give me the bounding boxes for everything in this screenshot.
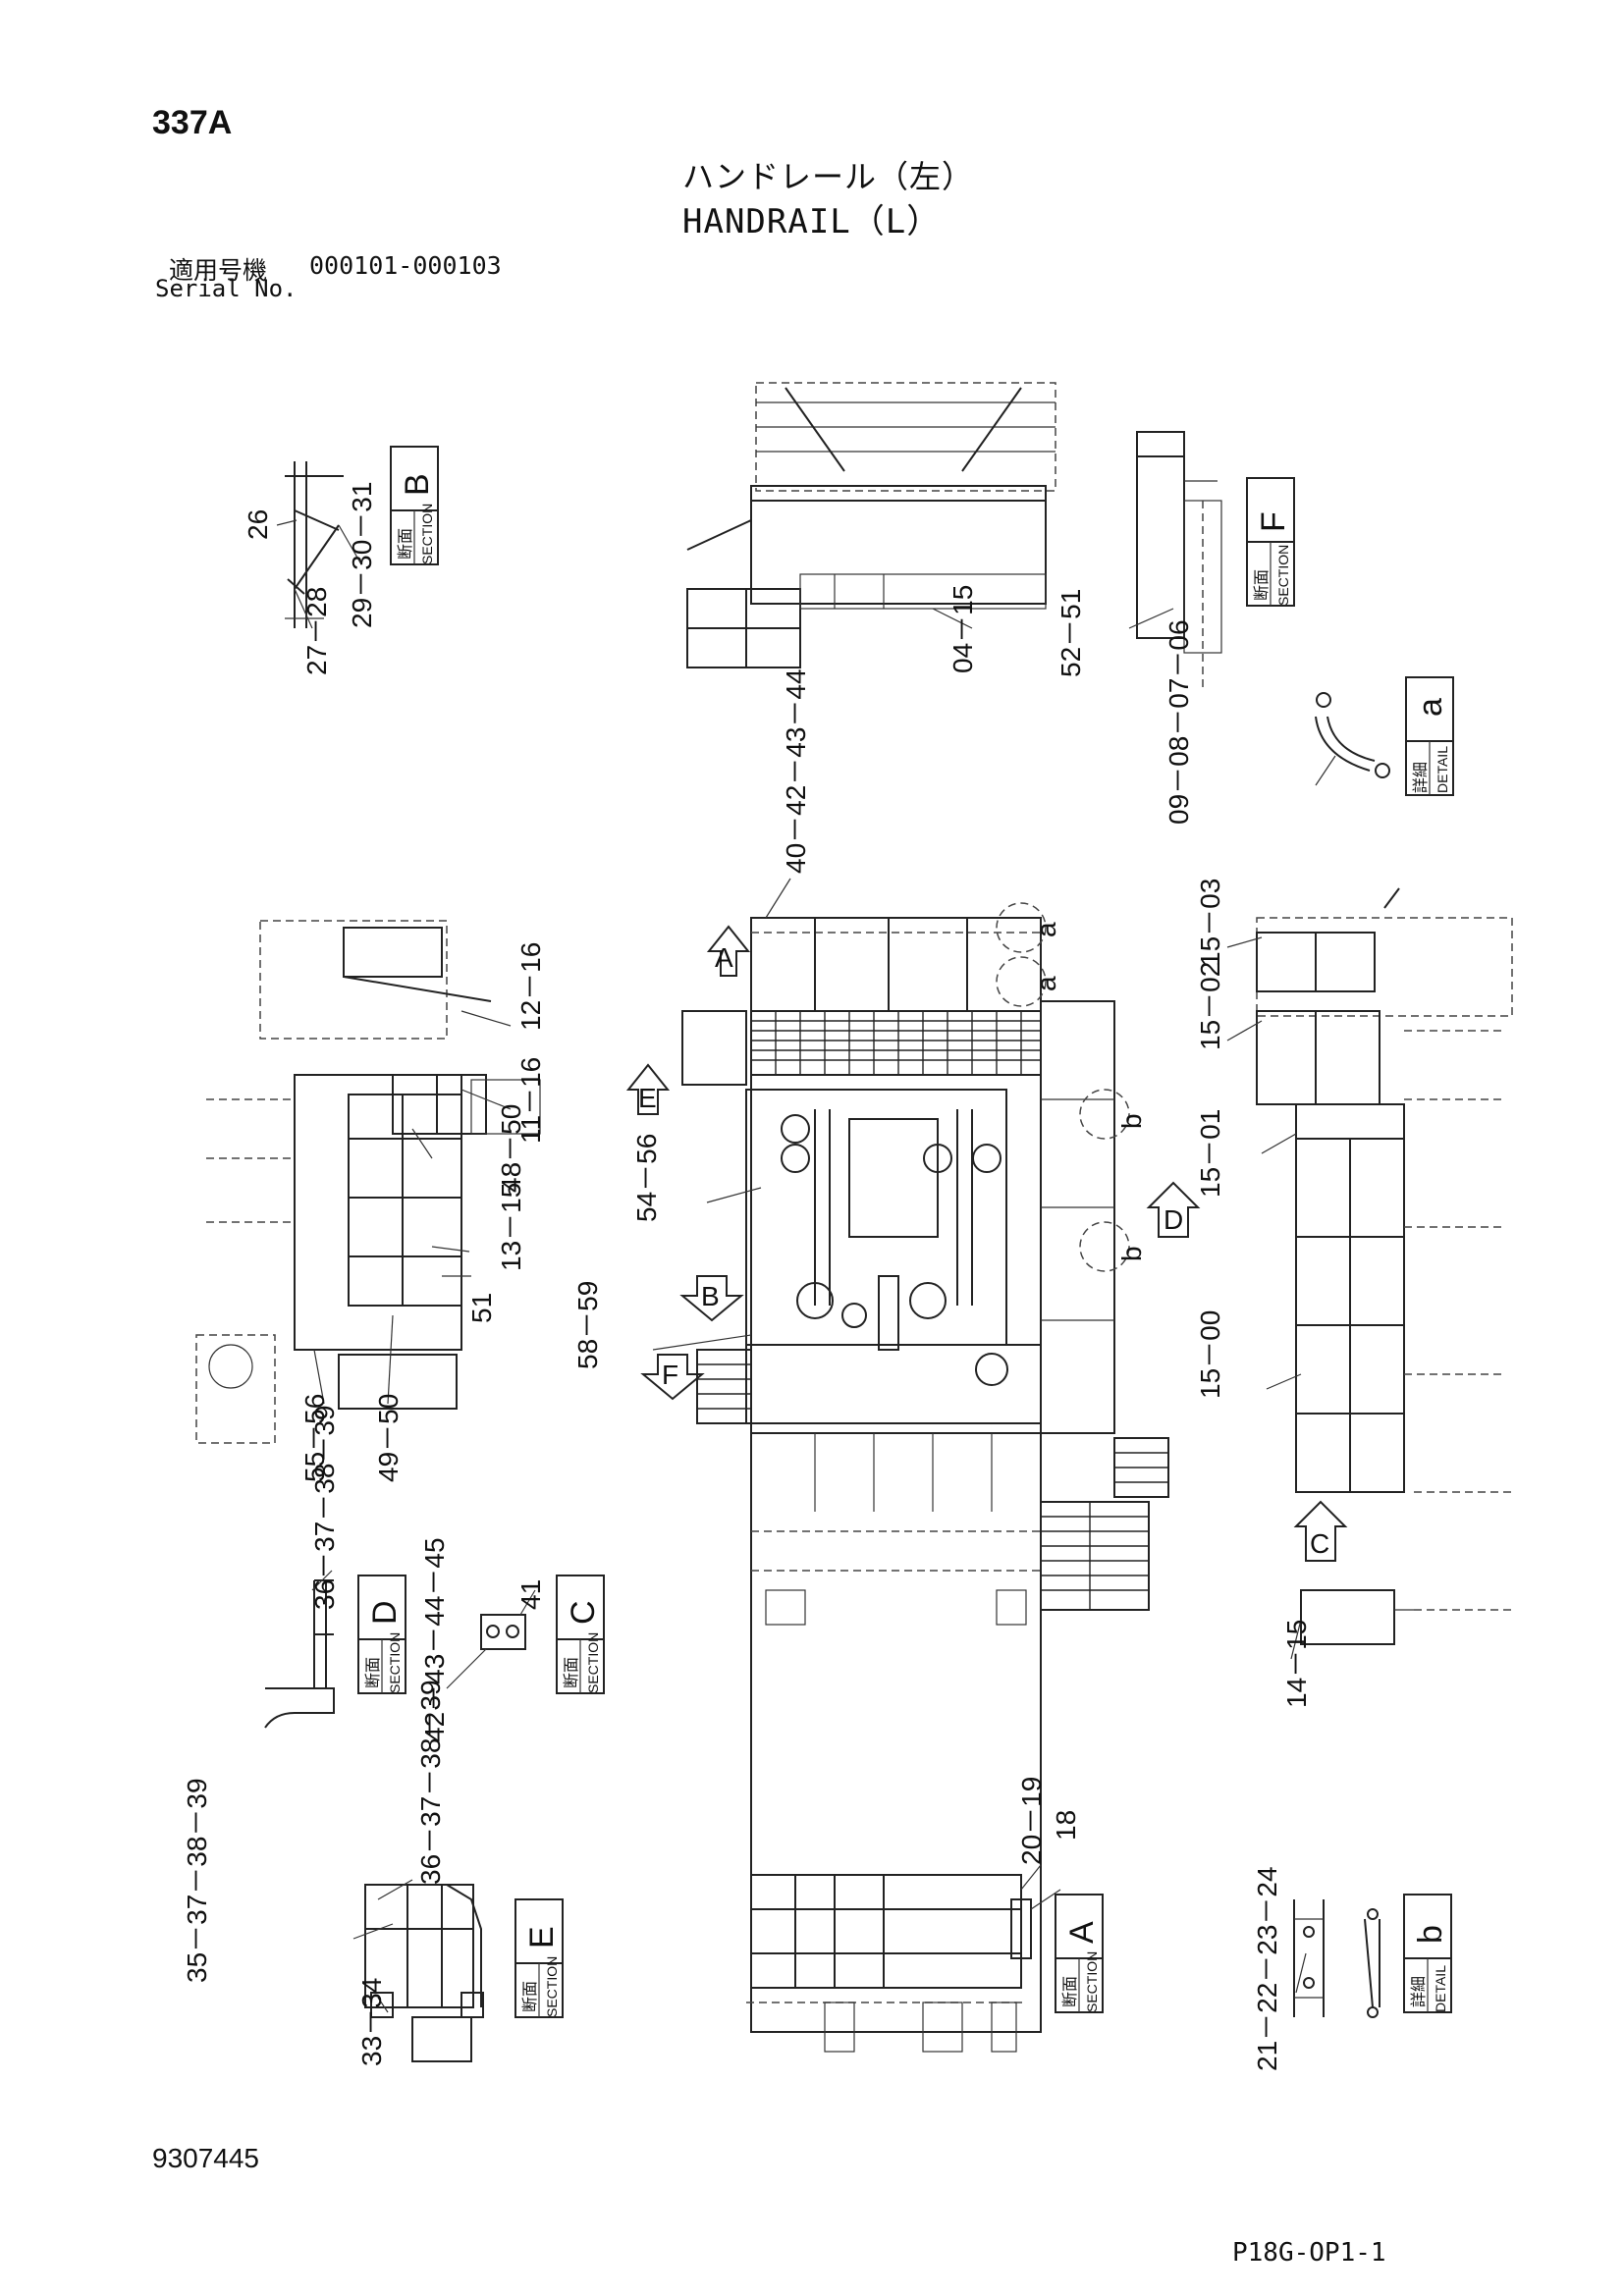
callout-e-1: 36－37－38－39 <box>415 1680 446 1885</box>
arrow-a-label: A <box>715 942 733 973</box>
section-d-en: SECTION <box>387 1632 403 1693</box>
section-c-en: SECTION <box>585 1632 601 1693</box>
grating-panel <box>751 1011 1041 1075</box>
detail-circle-a1 <box>996 902 1047 953</box>
section-b-jp: 断面 <box>396 528 414 560</box>
detail-b-view: 21－22－23－24 b 詳細 DETAIL <box>1252 1866 1452 2071</box>
section-f-view: 52－51 F 断面 SECTION <box>1056 431 1295 687</box>
section-a-en: SECTION <box>1084 1951 1100 2012</box>
callout-right-4: 15－00 <box>1195 1310 1225 1399</box>
serial-range: 000101-000103 <box>309 251 502 280</box>
callout-e-2: 35－37－38－39 <box>182 1778 212 1983</box>
callout-b-1: 26 <box>243 509 273 540</box>
section-c-jp: 断面 <box>562 1657 580 1688</box>
title-english: HANDRAIL（L） <box>682 202 942 241</box>
section-d-letter: D <box>366 1600 404 1625</box>
callout-left-2: 11－16 <box>515 1057 546 1144</box>
callout-right-5: 14－15 <box>1281 1620 1312 1708</box>
detail-circle-b2 <box>1079 1221 1130 1272</box>
detail-circle-a2 <box>996 956 1047 1007</box>
view-arrow-e: E <box>625 1063 671 1115</box>
callout-d-1: 36－37－38－39 <box>309 1405 340 1610</box>
page-code: P18G-OP1-1 <box>1232 2238 1386 2268</box>
detail-b-en: DETAIL <box>1433 1965 1448 2012</box>
callout-c-1: 41 <box>515 1579 546 1610</box>
section-e-en: SECTION <box>544 1956 560 2017</box>
view-arrow-d: D <box>1146 1181 1201 1238</box>
title-japanese: ハンドレール（左） <box>682 159 975 194</box>
view-arrow-c: C <box>1293 1500 1348 1562</box>
serial-label-english: Serial No. <box>155 275 298 302</box>
arrow-e-label: E <box>638 1083 657 1113</box>
section-d-jp: 断面 <box>363 1657 382 1688</box>
detail-circle-b2-label: b <box>1116 1246 1147 1261</box>
detail-circle-b1-label: b <box>1116 1113 1147 1129</box>
section-f-letter: F <box>1255 511 1292 532</box>
callout-b-3: 27－28 <box>301 587 332 675</box>
callout-f-1: 52－51 <box>1056 589 1086 677</box>
callout-left-4: 13－15 <box>496 1183 526 1271</box>
section-b-letter: B <box>399 473 436 496</box>
detail-a-jp: 詳細 <box>1411 762 1430 793</box>
callout-a-2: 18 <box>1051 1810 1081 1841</box>
detail-b-letter: b <box>1412 1925 1449 1944</box>
callout-right-3: 15－01 <box>1195 1109 1225 1198</box>
main-plan-view: A E B F D C a a b b 40－ <box>572 668 1348 2033</box>
top-handrail-view: 04－15 <box>686 382 1056 673</box>
detail-circle-a2-label: a <box>1031 976 1061 991</box>
document-number: 9307445 <box>152 2143 260 2173</box>
callout-detail-a-1: 09－08－07－06 <box>1164 619 1194 825</box>
section-f-en: SECTION <box>1275 545 1291 606</box>
callout-mid-2: 58－59 <box>572 1281 603 1369</box>
section-a-view: 20－19 18 A 断面 SECTION <box>746 1777 1104 2053</box>
arrow-b-label: B <box>701 1281 720 1311</box>
detail-a-letter: a <box>1412 698 1449 717</box>
right-side-view: 15－03 15－02 15－01 15－00 14－15 <box>1195 879 1513 1708</box>
callout-right-2: 15－02 <box>1195 962 1225 1050</box>
arrow-c-label: C <box>1310 1528 1329 1559</box>
view-arrow-a: A <box>706 925 751 977</box>
section-c-letter: C <box>565 1600 602 1625</box>
detail-a-view: 09－08－07－06 a 詳細 DETAIL <box>1164 619 1454 825</box>
view-arrow-b: B <box>679 1275 744 1322</box>
detail-circle-b1 <box>1079 1089 1130 1140</box>
section-d-view: 36－37－38－39 D 断面 SECTION <box>264 1405 406 1729</box>
section-e-letter: E <box>523 1926 561 1949</box>
callout-left-7: 49－50 <box>373 1394 404 1482</box>
section-f-jp: 断面 <box>1252 569 1271 601</box>
section-e-jp: 断面 <box>520 1981 539 2012</box>
callout-a-1: 20－19 <box>1016 1777 1047 1865</box>
callout-top-1: 04－15 <box>947 585 978 673</box>
section-b-view: 26 29－30－31 27－28 B 断面 SECTION <box>243 446 439 675</box>
section-b-en: SECTION <box>419 504 435 564</box>
serial-label-japanese: 適用号機 <box>169 257 268 285</box>
callout-c-2: 42－43－44－45 <box>419 1537 450 1742</box>
callout-left-6: 55－56 <box>299 1394 330 1482</box>
section-a-jp: 断面 <box>1060 1976 1079 2007</box>
callout-detail-b-1: 21－22－23－24 <box>1252 1866 1282 2071</box>
callout-left-5: 51 <box>466 1293 497 1323</box>
detail-a-en: DETAIL <box>1435 746 1450 793</box>
callout-mid-1: 54－56 <box>631 1134 662 1222</box>
section-e-view: 36－37－38－39 35－37－38－39 33－34 E 断面 SECTI… <box>182 1680 564 2066</box>
callout-b-2: 29－30－31 <box>347 482 377 628</box>
arrow-d-label: D <box>1164 1204 1183 1235</box>
callout-right-1: 15－03 <box>1195 879 1225 967</box>
arrow-f-label: F <box>662 1360 678 1390</box>
callout-left-3: 48－50 <box>496 1104 526 1193</box>
callout-main-top: 40－42－43－44 <box>781 668 811 874</box>
left-side-view: 12－16 11－16 48－50 13－15 51 55－56 49－50 <box>195 920 546 1482</box>
callout-e-3: 33－34 <box>356 1978 387 2066</box>
section-c-view: 41 42－43－44－45 C 断面 SECTION <box>419 1537 605 1742</box>
view-arrow-f: F <box>640 1354 705 1401</box>
callout-left-1: 12－16 <box>515 942 546 1031</box>
detail-b-jp: 詳細 <box>1409 1976 1428 2007</box>
section-a-letter: A <box>1063 1921 1101 1944</box>
detail-circle-a1-label: a <box>1031 922 1061 937</box>
page-id: 337A <box>152 104 233 141</box>
